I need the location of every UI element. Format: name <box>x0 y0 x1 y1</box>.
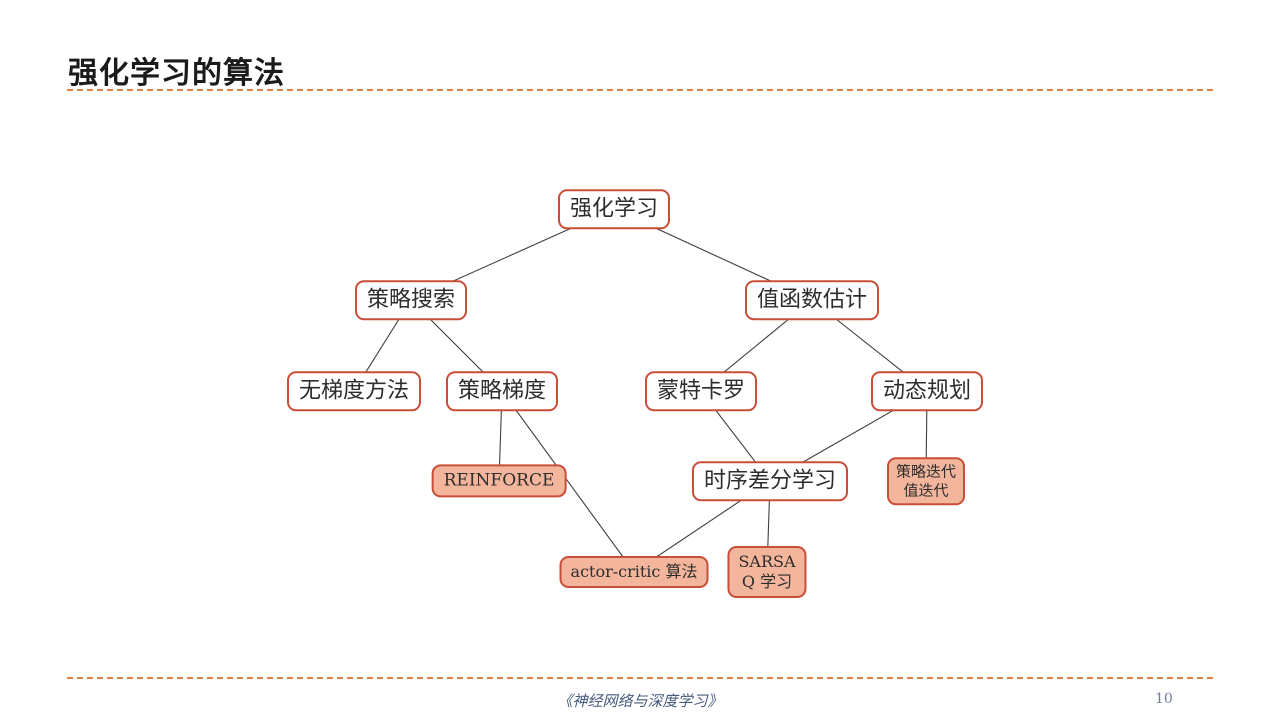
node-gradient-free-methods: 无梯度方法 <box>286 371 422 411</box>
edge-policy-gradient-actor-critic <box>501 390 635 573</box>
node-policy-search: 策略搜索 <box>354 280 468 320</box>
node-reinforce: REINFORCE <box>431 464 567 498</box>
node-value-function-estimation: 值函数估计 <box>744 280 880 320</box>
footer-book-title: 《神经网络与深度学习》 <box>557 692 723 710</box>
node-q-learning-label: Q 学习 <box>741 572 793 591</box>
page-number: 10 <box>1155 691 1173 707</box>
title-divider-dashed <box>67 89 1213 91</box>
node-value-iteration-label: 值迭代 <box>903 481 949 499</box>
node-policy-gradient: 策略梯度 <box>445 371 559 411</box>
page-title: 强化学习的算法 <box>68 57 285 90</box>
node-monte-carlo: 蒙特卡罗 <box>644 371 758 411</box>
node-sarsa-q-learning: SARSA Q 学习 <box>727 546 807 598</box>
node-sarsa-label: SARSA <box>738 552 796 571</box>
node-temporal-difference-learning: 时序差分学习 <box>691 461 849 501</box>
node-policy-iteration-label: 策略迭代 <box>895 462 957 481</box>
node-reinforcement-learning: 强化学习 <box>557 189 671 229</box>
node-dynamic-programming: 动态规划 <box>870 371 984 411</box>
node-policy-value-iteration: 策略迭代 值迭代 <box>886 457 966 505</box>
footer-divider-dashed <box>67 677 1213 679</box>
node-actor-critic: actor-critic 算法 <box>559 556 709 588</box>
